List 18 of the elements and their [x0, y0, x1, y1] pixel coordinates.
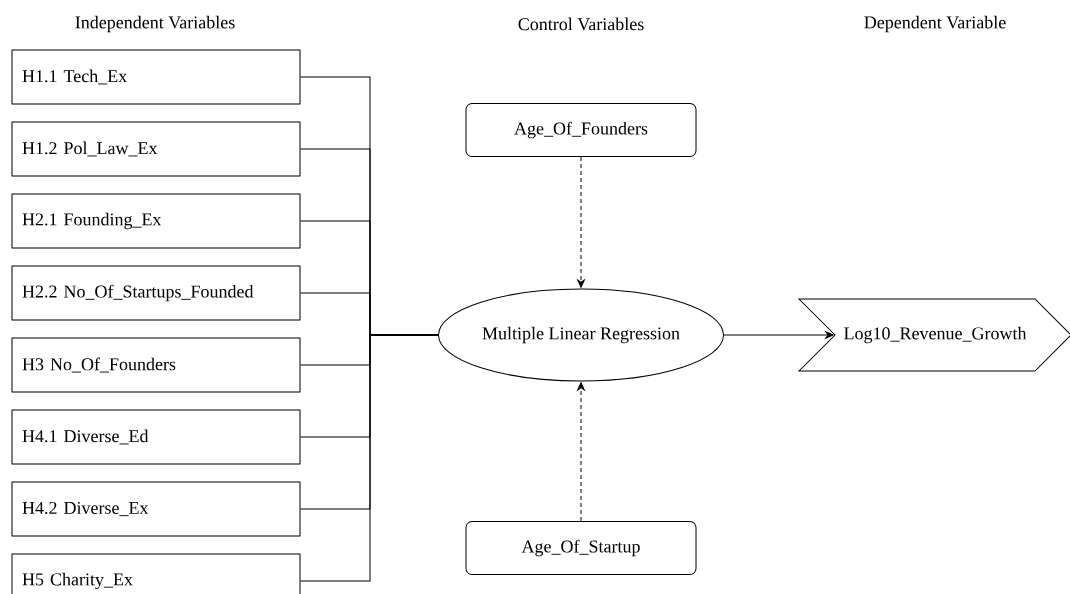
variable-box: H1.2 Pol_Law_Ex: [11, 121, 301, 177]
variable-box: H2.1 Founding_Ex: [11, 193, 301, 249]
column-heading: Independent Variables: [75, 15, 235, 33]
variable-box: H4.2 Diverse_Ex: [11, 481, 301, 537]
outcome-hexagon: Log10_Revenue_Growth: [798, 298, 1070, 372]
arrow: [723, 331, 834, 339]
variable-box: H5 Charity_Ex: [11, 553, 301, 594]
column-heading: Control Variables: [518, 17, 644, 31]
control-box: Age_Of_Founders: [465, 103, 697, 157]
arrow: [577, 382, 585, 522]
arrow: [577, 156, 585, 288]
variable-box: H3 No_Of_Founders: [11, 337, 301, 393]
column-heading: Dependent Variable: [864, 15, 1006, 33]
connector-line: [300, 334, 439, 582]
control-box: Age_Of_Startup: [465, 521, 697, 575]
variable-box: H1.1 Tech_Ex: [11, 49, 301, 105]
variable-box: H2.2 No_Of_Startups_Founded: [11, 265, 301, 321]
variable-box: H4.1 Diverse_Ed: [11, 409, 301, 465]
